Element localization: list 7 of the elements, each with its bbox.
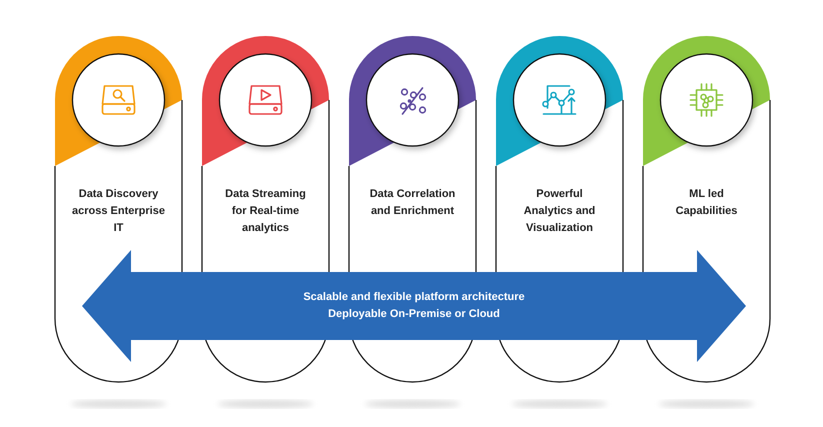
step-label: Data Streaming for Real-time analytics [224,187,307,236]
step-label: Data Discovery across Enterprise IT [72,187,165,236]
step-label: ML led Capabilities [674,187,738,219]
arrow-caption: Scalable and flexible platform architecture [302,290,526,305]
step-label: Powerful Analytics and Visualization [522,187,596,236]
step-label: Data Correlation and Enrichment [368,187,456,219]
arrow-caption: Deployable On-Premise or Cloud [327,307,501,322]
